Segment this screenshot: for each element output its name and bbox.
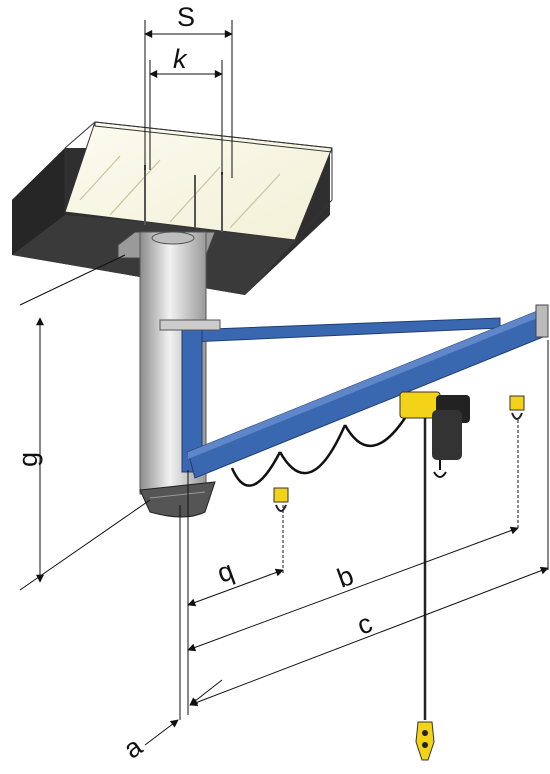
festoon-cable [230,417,407,487]
dimension-lines [19,20,549,746]
electric-hoist [399,391,470,478]
dimension-label-b: b [333,560,357,593]
jib-arm [159,304,549,479]
dimension-label-k: k [173,44,188,74]
dimension-label-s: S [177,2,195,32]
dimension-label-c: c [353,608,376,641]
dimension-label-a: a [118,731,148,765]
pendant-cable [415,418,435,761]
hook-position-far [509,395,525,420]
dimension-label-q: q [213,555,237,588]
transparent-base-block [64,121,333,241]
dimension-label-g: g [13,452,43,467]
hook-position-near [273,487,289,512]
